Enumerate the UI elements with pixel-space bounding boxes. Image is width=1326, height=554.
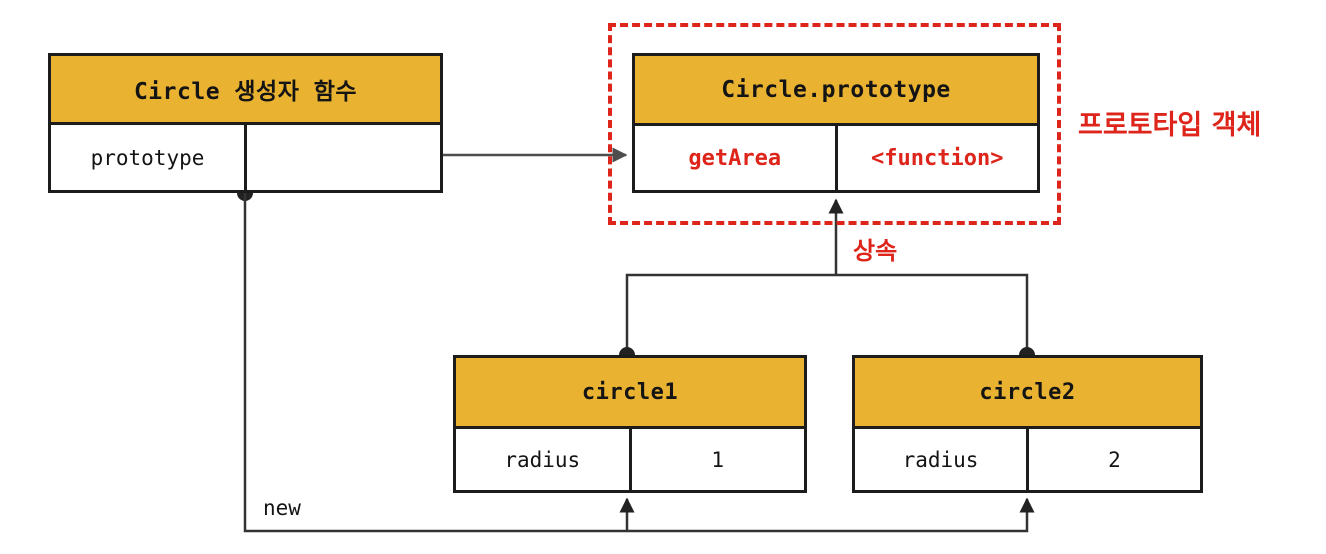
instance-box-circle2: circle2 radius 2 bbox=[852, 355, 1203, 493]
circle2-radius-value: 2 bbox=[1108, 447, 1121, 472]
circle1-row: radius 1 bbox=[456, 429, 804, 490]
inheritance-label: 상속 bbox=[853, 237, 898, 265]
constructor-box-row: prototype bbox=[51, 125, 440, 190]
circle2-title: circle2 bbox=[855, 358, 1200, 429]
prototype-box-title: Circle.prototype bbox=[635, 56, 1037, 126]
prototype-object-label: 프로토타입 객체 bbox=[1078, 110, 1262, 141]
circle2-row: radius 2 bbox=[855, 429, 1200, 490]
constructor-box: Circle 생성자 함수 prototype bbox=[48, 53, 443, 193]
prototype-box: Circle.prototype getArea <function> bbox=[632, 53, 1040, 193]
circle1-title: circle1 bbox=[456, 358, 804, 429]
constructor-prototype-value bbox=[247, 125, 440, 190]
prototype-method-value: <function> bbox=[871, 145, 1004, 171]
circle2-radius-key: radius bbox=[855, 429, 1029, 490]
prototype-box-row: getArea <function> bbox=[635, 126, 1037, 190]
new-label: new bbox=[263, 496, 301, 520]
prototype-method-key: getArea bbox=[635, 126, 838, 190]
instance-link-line bbox=[625, 273, 1029, 353]
circle1-radius-key: radius bbox=[456, 429, 632, 490]
instance-box-circle1: circle1 radius 1 bbox=[453, 355, 807, 493]
prototype-object-dashed-frame bbox=[608, 23, 1061, 225]
circle1-radius-value: 1 bbox=[711, 447, 725, 472]
constructor-prototype-key: prototype bbox=[51, 125, 247, 190]
constructor-box-title: Circle 생성자 함수 bbox=[51, 56, 440, 125]
